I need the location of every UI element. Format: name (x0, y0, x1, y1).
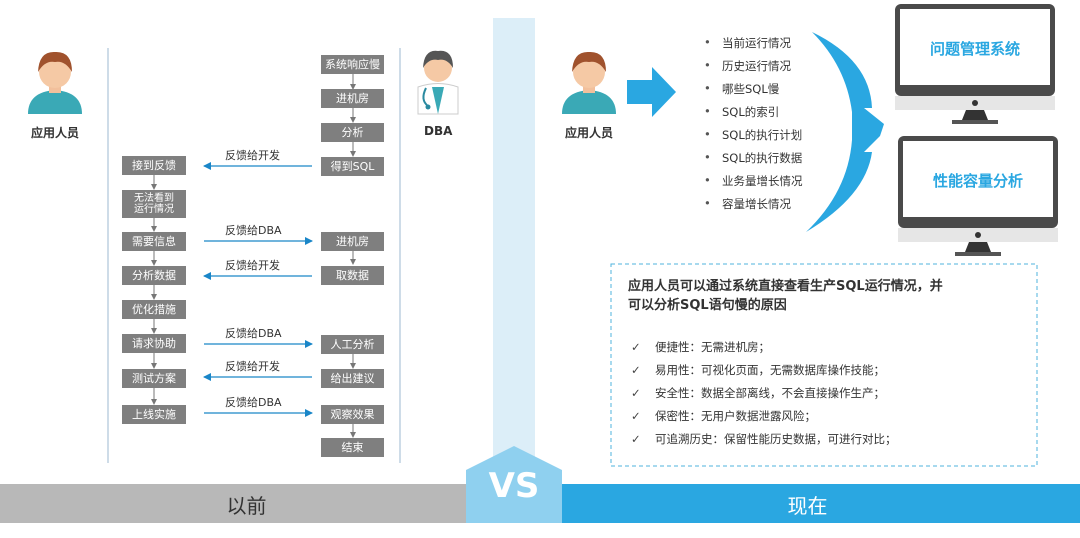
flow-step: 人工分析 (321, 335, 384, 354)
flow-step: 取数据 (321, 266, 384, 285)
summary-line: 可以分析SQL语句慢的原因 (628, 298, 787, 313)
list-item: 业务量增长情况 (704, 173, 802, 189)
list-item: 历史运行情况 (704, 58, 791, 74)
left-title: 以前 (226, 494, 267, 518)
benefit-text: 保密性：无用户数据泄露风险； (655, 409, 816, 423)
benefit-item: ✓ 可追溯历史：保留性能历史数据，可进行对比； (631, 431, 897, 447)
monitor-icon-2 (898, 136, 1058, 256)
list-item: 容量增长情况 (704, 196, 791, 212)
benefit-item: ✓ 便捷性：无需进机房； (631, 339, 770, 355)
check-icon: ✓ (631, 340, 641, 354)
benefit-text: 便捷性：无需进机房； (655, 340, 770, 354)
benefit-text: 可追溯历史：保留性能历史数据，可进行对比； (655, 432, 897, 446)
check-icon: ✓ (631, 386, 641, 400)
flow-step: 进机房 (321, 232, 384, 251)
check-icon: ✓ (631, 363, 641, 377)
arrow-label: 反馈给开发 (225, 360, 280, 373)
flow-step: 结束 (321, 438, 384, 457)
flow-step: 测试方案 (122, 369, 186, 388)
benefit-text: 安全性：数据全部离线，不会直接操作生产； (655, 386, 885, 400)
monitor-title: 性能容量分析 (932, 172, 1023, 190)
flow-step: 分析 (321, 123, 384, 142)
flow-step: 需要信息 (122, 232, 186, 251)
flow-step: 分析数据 (122, 266, 186, 285)
list-item: SQL的执行计划 (704, 127, 802, 143)
summary-box (610, 263, 1038, 467)
arrow-label: 反馈给开发 (225, 149, 280, 162)
right-title: 现在 (787, 494, 828, 518)
vs-label: VS (488, 466, 540, 506)
left-title-bar (0, 484, 493, 523)
monitor-icon (895, 4, 1055, 124)
right-arrow-icon (627, 67, 676, 117)
app-user-label: 应用人员 (31, 126, 80, 140)
arrow-label: 反馈给开发 (225, 259, 280, 272)
check-icon: ✓ (631, 432, 641, 446)
flow-step: 无法看到运行情况 (122, 190, 186, 218)
flow-step: 上线实施 (122, 405, 186, 424)
flow-step: 得到SQL (321, 157, 384, 176)
flow-step: 系统响应慢 (321, 55, 384, 74)
vs-band (493, 18, 535, 458)
benefit-item: ✓ 易用性：可视化页面，无需数据库操作技能； (631, 362, 885, 378)
flow-step: 优化措施 (122, 300, 186, 319)
app-user-icon-right (562, 51, 616, 114)
list-item: SQL的执行数据 (704, 150, 802, 166)
flow-step: 接到反馈 (122, 156, 186, 175)
list-item: SQL的索引 (704, 104, 779, 120)
app-user-label-right: 应用人员 (565, 126, 614, 140)
benefit-item: ✓ 保密性：无用户数据泄露风险； (631, 408, 816, 424)
dba-icon (417, 50, 459, 115)
check-icon: ✓ (631, 409, 641, 423)
flow-step: 请求协助 (122, 334, 186, 353)
flow-step: 观察效果 (321, 405, 384, 424)
arrow-label: 反馈给DBA (225, 396, 282, 409)
arrow-label: 反馈给DBA (225, 224, 282, 237)
monitor-title: 问题管理系统 (929, 40, 1020, 58)
benefit-item: ✓ 安全性：数据全部离线，不会直接操作生产； (631, 385, 885, 401)
arrow-label: 反馈给DBA (225, 327, 282, 340)
summary-line: 应用人员可以通过系统直接查看生产SQL运行情况，并 (628, 279, 943, 294)
list-item: 哪些SQL慢 (704, 81, 779, 97)
summary-title: 应用人员可以通过系统直接查看生产SQL运行情况，并 可以分析SQL语句慢的原因 (628, 277, 943, 315)
app-user-icon (28, 51, 82, 114)
right-title-bar (535, 484, 1080, 523)
benefit-text: 易用性：可视化页面，无需数据库操作技能； (655, 363, 885, 377)
flow-step: 给出建议 (321, 369, 384, 388)
list-item: 当前运行情况 (704, 35, 791, 51)
flow-step: 进机房 (321, 89, 384, 108)
vs-badge (466, 446, 562, 523)
dba-label: DBA (424, 124, 453, 138)
fan-arrow-icon (806, 32, 884, 232)
